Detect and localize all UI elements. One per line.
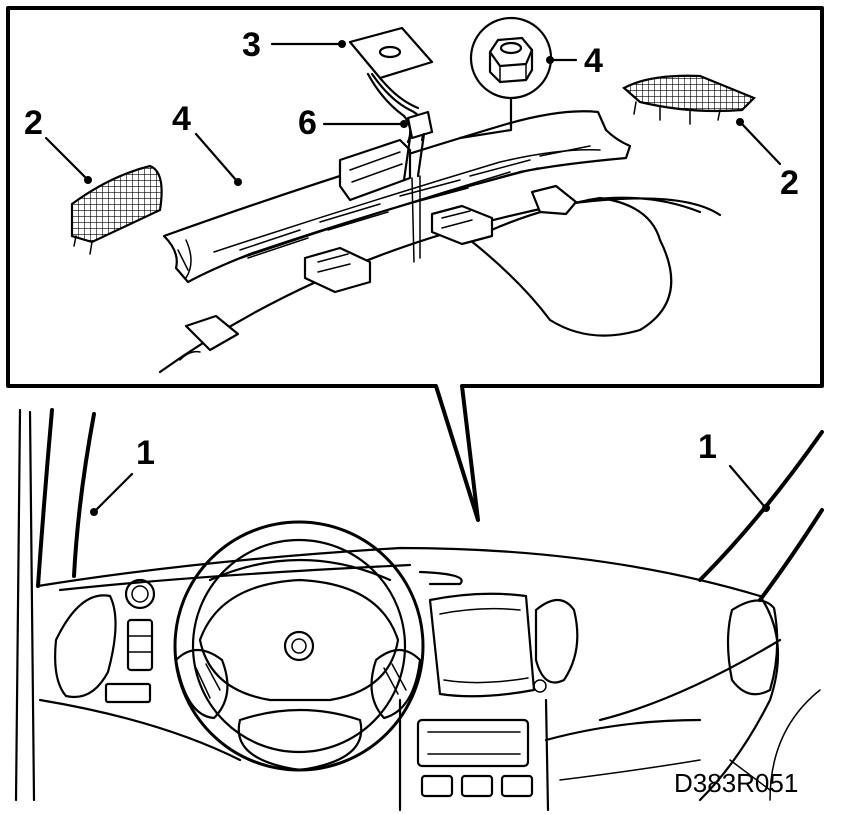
callout-labels: 3 4 6 4 2 2 1 1 D383R051: [24, 26, 799, 798]
steering-wheel-icon: [173, 520, 425, 772]
a-pillar-left: [36, 408, 96, 588]
mount-tab: [430, 204, 494, 246]
detail-inset: [6, 6, 824, 522]
inset-frame: [6, 6, 824, 522]
callout-bracket: 3: [242, 26, 261, 64]
inset-dashboard-surface: [158, 184, 722, 374]
callout-pillar-right: 1: [698, 428, 717, 466]
defroster-panel: [162, 110, 632, 284]
mount-tab: [303, 246, 372, 294]
vent-right-icon: [726, 599, 779, 696]
sensor-icon: [402, 110, 434, 263]
callout-panel: 4: [172, 100, 191, 138]
nut-icon: [458, 16, 553, 140]
callout-pillar-left: 1: [136, 434, 155, 472]
callout-grille-left: 2: [24, 104, 43, 142]
callout-grille-right: 2: [780, 164, 799, 202]
callout-nut: 4: [584, 42, 603, 80]
a-pillar-right: [698, 430, 824, 602]
vent-left-icon: [54, 594, 117, 699]
vent-center-icon: [534, 598, 579, 684]
grille-left-icon: [70, 164, 163, 255]
grille-right-icon: [622, 74, 756, 125]
mount-tab: [530, 184, 578, 216]
leader-lines: [44, 40, 782, 791]
horn-emblem-icon: [283, 630, 315, 662]
callout-sensor: 6: [298, 104, 317, 142]
drawing-code: D383R051: [674, 768, 798, 798]
mount-tab: [184, 314, 240, 352]
knob-icon: [124, 578, 156, 610]
